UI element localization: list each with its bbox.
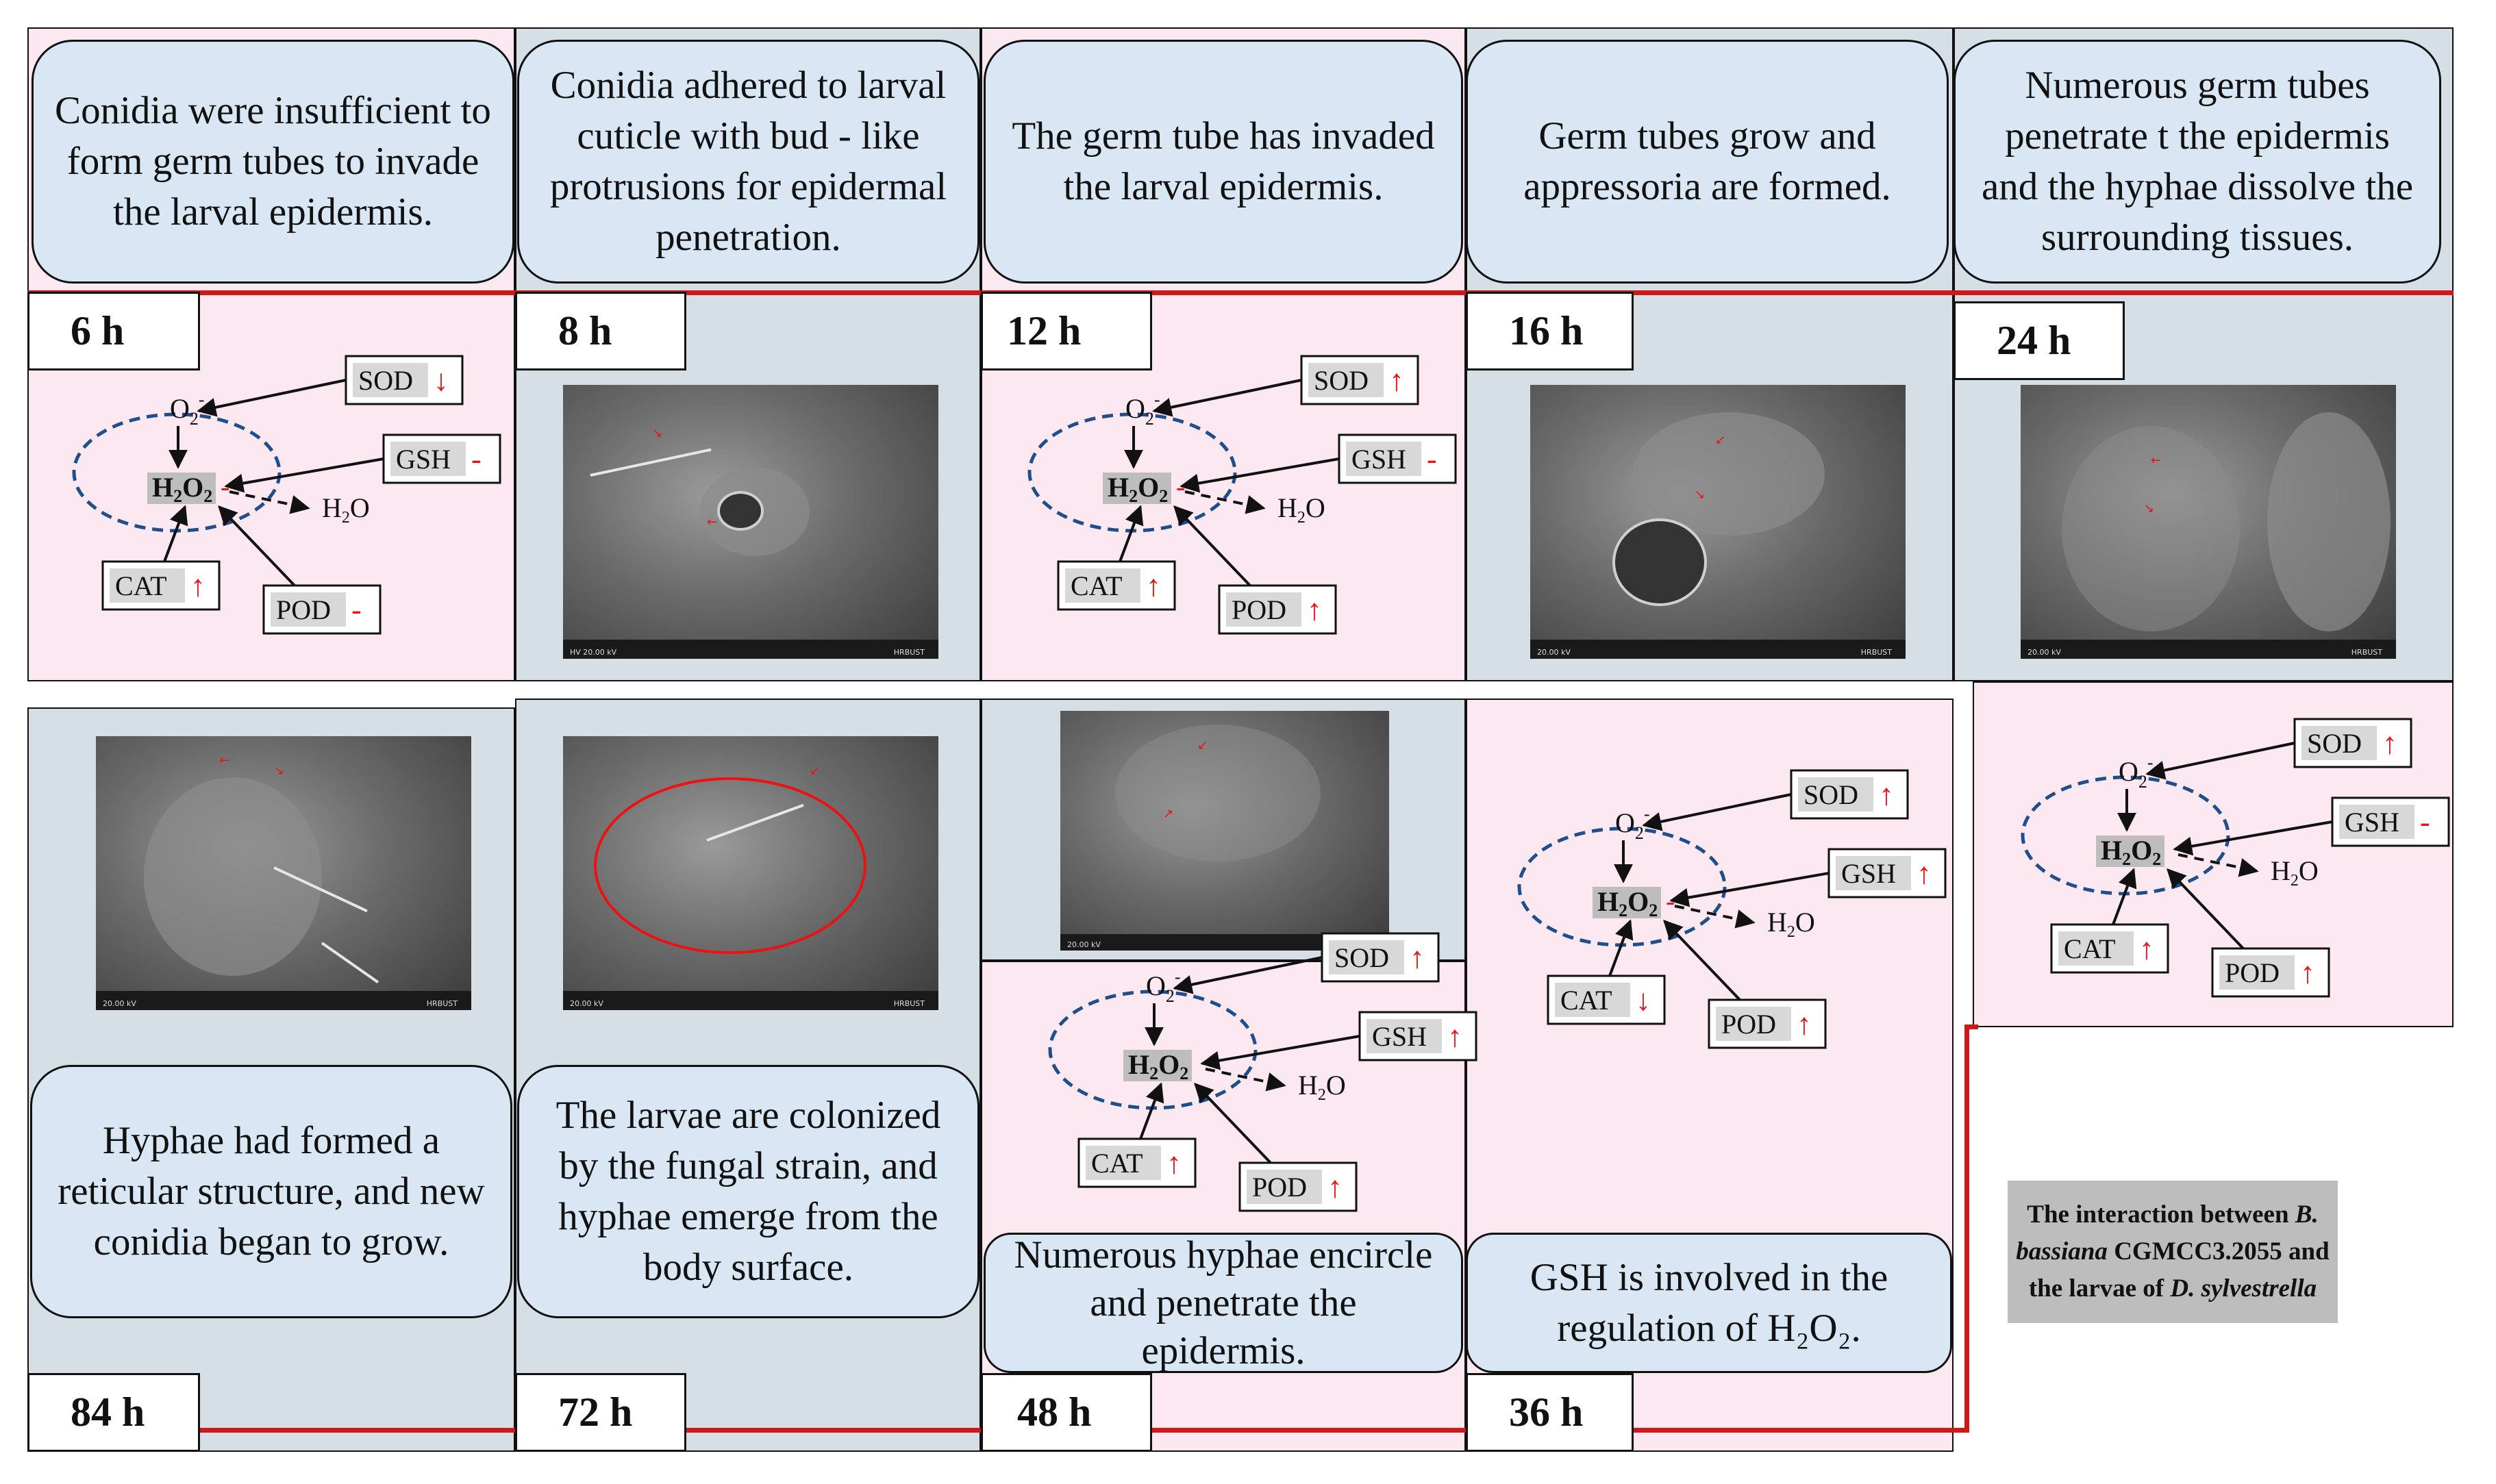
legend-box: The interaction between B. bassiana CGMC… [2008, 1181, 2338, 1323]
legend-text-3: the larvae of [2028, 1274, 2171, 1303]
timeline-top [27, 290, 2454, 295]
legend-italic-1: B. [2295, 1200, 2319, 1229]
time-label-72h: 72 h [515, 1373, 686, 1452]
time-label-36h: 36 h [1466, 1373, 1634, 1452]
time-label-24h: 24 h [1954, 301, 2125, 380]
legend-italic-3: D. sylvestrella [2170, 1274, 2317, 1303]
timeline-connector-top [1964, 1024, 1978, 1029]
caption-12h: The germ tube has invaded the larval epi… [984, 40, 1463, 284]
caption-6h: Conidia were insufficient to form germ t… [32, 40, 514, 284]
time-label-48h: 48 h [981, 1373, 1152, 1452]
time-label-6h: 6 h [27, 292, 200, 370]
caption-48h: Numerous hyphae encircle and penetrate t… [984, 1233, 1463, 1373]
time-label-12h: 12 h [981, 292, 1152, 370]
panel-24h-diagram [1973, 681, 2454, 1027]
time-label-16h: 16 h [1466, 292, 1634, 370]
timeline-connector [1964, 1027, 1969, 1433]
time-label-84h: 84 h [27, 1373, 200, 1452]
legend-italic-2: bassiana [2016, 1237, 2108, 1266]
legend-text-1: The interaction between [2027, 1200, 2295, 1229]
legend-text-2: CGMCC3.2055 and [2107, 1237, 2330, 1266]
caption-36h: GSH is involved in the regulation of H₂O… [1466, 1233, 1952, 1373]
caption-16h: Germ tubes grow and appressoria are form… [1466, 40, 1949, 284]
time-label-8h: 8 h [515, 292, 686, 370]
caption-24h: Numerous germ tubes penetrate t the epid… [1954, 40, 2441, 284]
caption-8h: Conidia adhered to larval cuticle with b… [517, 40, 979, 284]
caption-84h: Hyphae had formed a reticular structure,… [30, 1065, 512, 1318]
caption-72h: The larvae are colonized by the fungal s… [517, 1065, 979, 1318]
